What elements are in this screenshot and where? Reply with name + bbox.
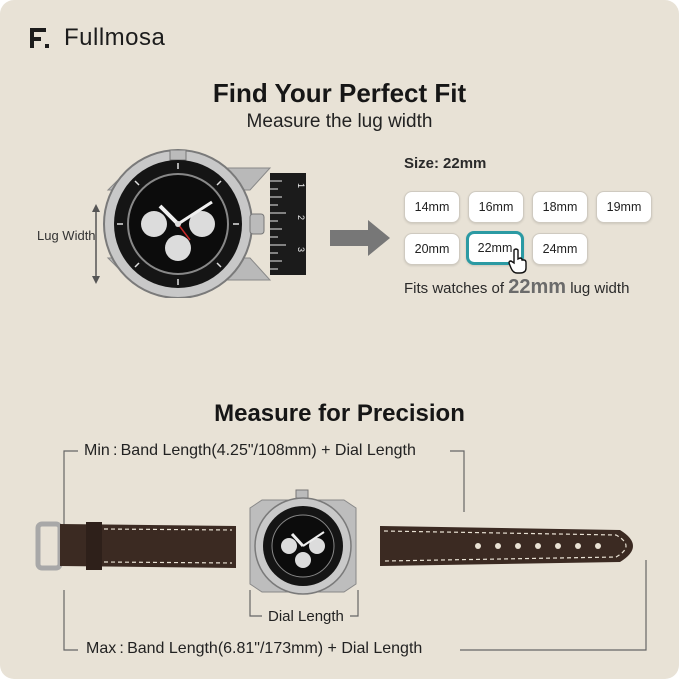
- subdial-right: [189, 211, 215, 237]
- ruler-tick-3: 3: [296, 247, 306, 252]
- hand-pointer-icon: [508, 248, 527, 274]
- size-option-20mm[interactable]: 20mm: [404, 233, 460, 265]
- brand-name: Fullmosa: [64, 24, 166, 51]
- subdial-bottom: [165, 235, 191, 261]
- ruler-tick-2: 2: [296, 215, 306, 220]
- short-strap: [60, 524, 236, 568]
- precision-title: Measure for Precision: [214, 400, 465, 427]
- page-subtitle: Measure the lug width: [246, 111, 433, 132]
- brand-logo-icon: [30, 28, 49, 48]
- watch-lug-diagram: 1 2 3: [92, 149, 390, 298]
- fit-note-size: 22mm: [508, 276, 567, 298]
- max-bracket-left: [63, 590, 78, 651]
- size-option-16mm[interactable]: 16mm: [468, 191, 524, 223]
- max-length-label: Max : Band Length(6.81"/173mm) + Dial Le…: [80, 640, 429, 658]
- page-title: Find Your Perfect Fit: [212, 78, 467, 108]
- size-selected-value: 22mm: [443, 155, 487, 172]
- fit-note: Fits watches of 22mm lug width: [404, 276, 629, 299]
- ruler-tick-1: 1: [296, 183, 306, 188]
- size-label-text: Size:: [404, 155, 440, 172]
- long-strap: [380, 526, 633, 566]
- buckle: [35, 521, 63, 571]
- fit-note-prefix: Fits watches of: [404, 280, 505, 297]
- crown: [249, 213, 265, 235]
- max-bracket-right: [460, 560, 647, 651]
- size-label: Size:22mm: [404, 155, 486, 172]
- hour-hand: [158, 204, 180, 226]
- min-bracket-right: [450, 450, 465, 512]
- arrow-right-icon: [330, 220, 390, 256]
- top-pusher: [169, 149, 187, 161]
- dial-length-label: Dial Length: [262, 608, 350, 625]
- size-option-19mm[interactable]: 19mm: [596, 191, 652, 223]
- lug-width-label: Lug Width: [37, 228, 96, 243]
- band-length-diagram: [35, 450, 647, 651]
- subdial-left: [141, 211, 167, 237]
- size-option-14mm[interactable]: 14mm: [404, 191, 460, 223]
- size-option-22mm-selected[interactable]: 22mm: [466, 231, 524, 265]
- minute-hand: [177, 200, 213, 226]
- min-length-label: Min : Band Length(4.25"/108mm) + Dial Le…: [78, 442, 422, 460]
- size-option-24mm[interactable]: 24mm: [532, 233, 588, 265]
- brand-header: Fullmosa: [28, 24, 165, 52]
- min-bracket-left: [63, 450, 78, 528]
- fit-note-suffix: lug width: [570, 280, 630, 297]
- size-option-18mm[interactable]: 18mm: [532, 191, 588, 223]
- ruler: [270, 173, 306, 275]
